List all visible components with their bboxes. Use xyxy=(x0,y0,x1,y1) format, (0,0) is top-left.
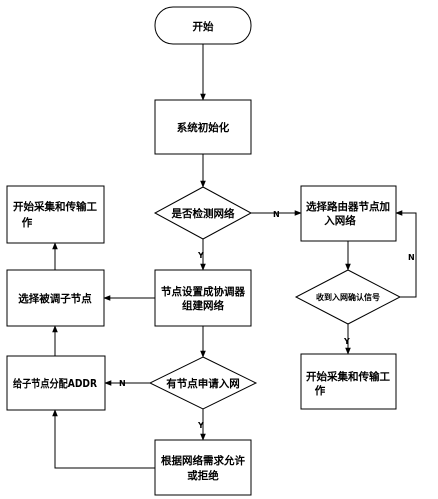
start-work-right-label-2: 作 xyxy=(315,384,326,397)
has-join-request-node: 有节点申请入网 xyxy=(148,356,258,410)
setup-config-node: 节点设置成协调器 组建网络 xyxy=(154,269,252,327)
assign-addr-node: 给子节点分配ADDR xyxy=(6,355,106,411)
wait-join-label: 收到入网确认信号 xyxy=(316,292,380,302)
start-work-left-label-2: 作 xyxy=(22,216,33,229)
label-yes-request: Y xyxy=(197,421,204,430)
edge-decide-to-assign xyxy=(52,409,155,469)
label-yes-wait: Y xyxy=(343,337,350,346)
start-work-right-node: 开始采集和传输工 作 xyxy=(300,353,397,410)
start-node: 开始 xyxy=(154,6,252,45)
setup-config-label-2: 组建网络 xyxy=(182,299,224,312)
wait-join-node: 收到入网确认信号 xyxy=(294,269,402,325)
start-work-right-label-1: 开始采集和传输工 xyxy=(306,370,390,383)
init-label: 系统初始化 xyxy=(177,121,230,134)
check-network-label: 是否检测网络 xyxy=(171,207,235,220)
label-yes-check: Y xyxy=(197,251,204,260)
init-node: 系统初始化 xyxy=(154,99,252,155)
start-work-left-node: 开始采集和传输工 作 xyxy=(6,185,105,244)
select-child-node: 选择被调子节点 xyxy=(6,269,105,327)
check-network-node: 是否检测网络 xyxy=(153,186,253,240)
select-router-label-1: 选择路由器节点加 xyxy=(306,200,390,213)
select-router-label-2: 入网络 xyxy=(324,214,356,227)
select-child-label: 选择被调子节点 xyxy=(18,292,92,305)
decide-allow-label-2: 或拒绝 xyxy=(187,469,219,482)
start-work-left-label-1: 开始采集和传输工 xyxy=(13,200,97,213)
label-no-request: N xyxy=(119,379,126,388)
label-no-wait: N xyxy=(408,253,415,262)
decide-allow-label-1: 根据网络需求允许 xyxy=(161,454,245,467)
has-join-request-label: 有节点申请入网 xyxy=(166,377,240,390)
label-no-check: N xyxy=(273,210,280,219)
assign-addr-label: 给子节点分配ADDR xyxy=(13,377,97,390)
edge-wait-no-loop xyxy=(395,210,417,298)
select-router-node: 选择路由器节点加 入网络 xyxy=(300,185,397,242)
setup-config-label-1: 节点设置成协调器 xyxy=(161,285,245,298)
decide-allow-node: 根据网络需求允许 或拒绝 xyxy=(154,439,252,496)
start-label: 开始 xyxy=(193,20,214,33)
